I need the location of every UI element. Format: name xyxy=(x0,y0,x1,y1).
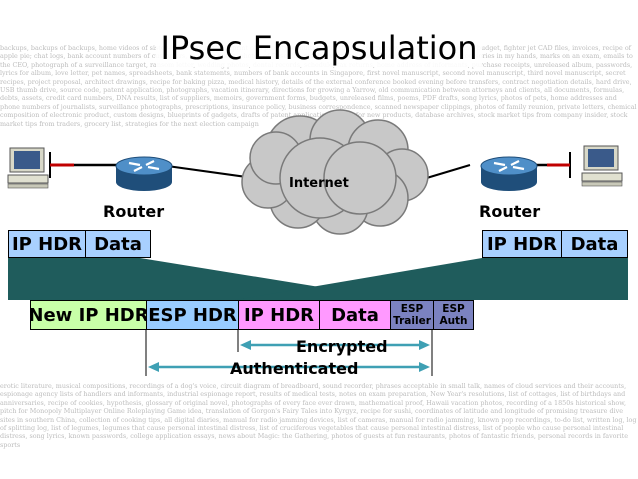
computer-left-icon xyxy=(7,147,49,189)
inner-ip-header: IP HDR xyxy=(238,300,320,330)
slide-title-text: IPsec Encapsulation xyxy=(156,29,482,67)
esp-auth: ESP Auth xyxy=(433,300,474,330)
original-data-right: Data xyxy=(561,230,628,258)
original-ip-header-left: IP HDR xyxy=(8,230,86,258)
background-text-bottom: erotic literature, musical compositions,… xyxy=(0,382,637,449)
router-right-label: Router xyxy=(479,202,541,221)
original-ip-header-right: IP HDR xyxy=(482,230,562,258)
slide-title: IPsec Encapsulation xyxy=(0,28,638,68)
new-ip-header: New IP HDR xyxy=(28,300,149,330)
internet-cloud-icon xyxy=(241,109,429,235)
computer-right-icon xyxy=(581,145,623,187)
esp-auth-line2: Auth xyxy=(439,315,468,327)
esp-trailer-line2: Trailer xyxy=(393,315,431,327)
original-data-left: Data xyxy=(85,230,151,258)
authenticated-range-arrow xyxy=(145,330,433,376)
encrypted-label: Encrypted xyxy=(296,337,388,356)
payload-data: Data xyxy=(319,300,391,330)
router-left-label: Router xyxy=(103,202,165,221)
encapsulation-funnel-right xyxy=(235,258,628,300)
router-left-icon xyxy=(115,156,173,191)
internet-label: Internet xyxy=(289,176,349,191)
esp-trailer: ESP Trailer xyxy=(390,300,434,330)
esp-auth-line1: ESP xyxy=(442,303,465,315)
esp-header: ESP HDR xyxy=(146,300,239,330)
authenticated-label: Authenticated xyxy=(230,359,359,378)
router-right-icon xyxy=(480,156,538,191)
encrypted-range-arrow xyxy=(237,330,433,352)
esp-trailer-line1: ESP xyxy=(400,303,424,315)
